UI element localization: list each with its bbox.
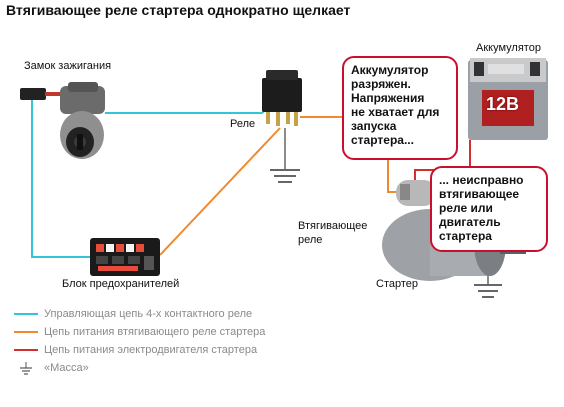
legend-item-control: Управляющая цепь 4-х контактного реле <box>14 308 252 320</box>
control-wire-ignition-fusebox <box>31 95 92 258</box>
starter-callout-line: двигатель <box>439 215 501 229</box>
starter-callout-line: втягивающее <box>439 187 520 201</box>
fusebox-image <box>90 238 160 276</box>
legend-item-solenoid: Цепь питания втягивающего реле стартера <box>14 326 265 338</box>
ignition-lock-image <box>20 82 105 159</box>
starter-callout-line: реле или <box>439 201 493 215</box>
legend-item-ground: «Масса» <box>14 362 89 375</box>
battery-callout-line: разряжен. <box>351 77 411 91</box>
page-title: Втягивающее реле стартера однократно щел… <box>6 2 351 18</box>
battery-callout-line: не хватает для <box>351 105 440 119</box>
battery-callout-line: запуска <box>351 119 397 133</box>
label-solenoid-1: Втягивающее <box>298 220 368 232</box>
label-ignition: Замок зажигания <box>24 60 112 72</box>
starter-callout-line: ... неисправно <box>439 173 524 187</box>
legend-swatch <box>14 331 38 334</box>
ground-icon <box>14 362 38 375</box>
battery-callout-line: стартера... <box>351 133 414 147</box>
label-starter: Стартер <box>376 278 419 290</box>
battery-callout: Аккумулятор разряжен. Напряжения не хват… <box>342 56 458 160</box>
starter-callout-line: стартера <box>439 229 492 243</box>
legend-label: «Масса» <box>44 362 89 374</box>
legend-label: Цепь питания электродвигателя стартера <box>44 344 258 356</box>
legend-label: Цепь питания втягивающего реле стартера <box>44 326 266 338</box>
label-relay: Реле <box>230 118 256 130</box>
starter-callout: ... неисправно втягивающее реле или двиг… <box>430 166 548 252</box>
relay-image <box>262 70 302 126</box>
relay-ground-icon <box>270 128 300 183</box>
label-fusebox: Блок предохранителей <box>62 278 180 290</box>
control-wire-ignition-relay <box>105 107 269 114</box>
label-battery: Аккумулятор <box>476 42 541 54</box>
battery-callout-line: Напряжения <box>351 91 425 105</box>
battery-image <box>468 58 548 140</box>
battery-voltage-label: 12В <box>486 94 520 114</box>
label-solenoid-2: реле <box>298 234 323 246</box>
legend-item-motor: Цепь питания электродвигателя стартера <box>14 344 257 356</box>
starter-ground-icon <box>474 270 502 298</box>
legend-swatch <box>14 313 38 316</box>
solenoid-wire-fusebox-relay <box>159 127 281 256</box>
battery-callout-line: Аккумулятор <box>351 63 429 77</box>
legend-label: Управляющая цепь 4-х контактного реле <box>44 308 253 320</box>
legend-swatch <box>14 349 38 352</box>
